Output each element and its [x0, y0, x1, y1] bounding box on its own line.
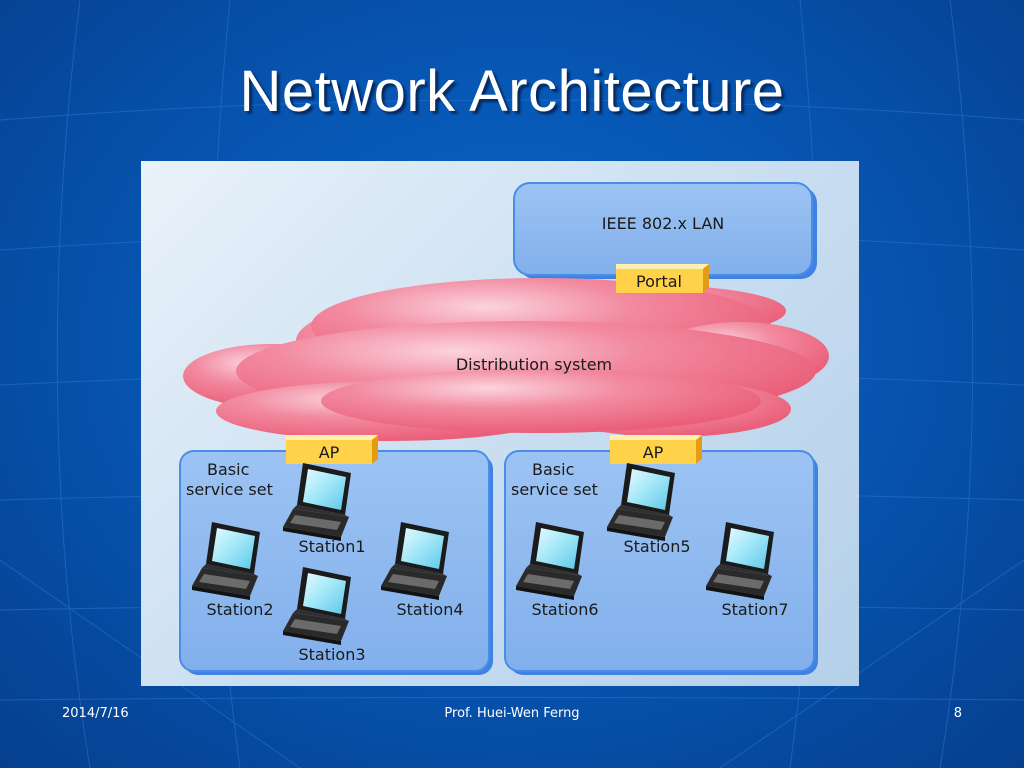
network-architecture-diagram: IEEE 802.x LAN Distribution system Porta [141, 161, 859, 686]
station2-label: Station2 [206, 600, 273, 619]
footer-date: 2014/7/16 [62, 706, 129, 721]
distribution-label: Distribution system [456, 355, 612, 374]
bss-2-label-line2: service set [511, 480, 598, 499]
bss-1: Basic service set [179, 450, 493, 675]
distribution-cloud: Distribution system [183, 278, 829, 441]
station7-label: Station7 [721, 600, 788, 619]
footer-page-number: 8 [953, 706, 962, 721]
slide-title: Network Architecture [239, 59, 785, 124]
station5-label: Station5 [623, 537, 690, 556]
ap-1-label: AP [319, 443, 340, 462]
ap-1-box: AP [286, 435, 378, 464]
station3-label: Station3 [298, 645, 365, 664]
station1-label: Station1 [298, 537, 365, 556]
portal-box: Portal [616, 264, 709, 293]
bss-2: Basic service set [504, 450, 818, 675]
lan-box: IEEE 802.x LAN [513, 182, 817, 279]
station4-label: Station4 [396, 600, 463, 619]
footer-author: Prof. Huei-Wen Ferng [444, 706, 580, 721]
bss-1-label-line2: service set [186, 480, 273, 499]
station6-label: Station6 [531, 600, 598, 619]
ap-2-label: AP [643, 443, 664, 462]
portal-label: Portal [636, 272, 682, 291]
lan-label: IEEE 802.x LAN [602, 214, 725, 233]
bss-1-label-line1: Basic [207, 460, 249, 479]
bss-2-label-line1: Basic [532, 460, 574, 479]
ap-2-box: AP [610, 435, 702, 464]
